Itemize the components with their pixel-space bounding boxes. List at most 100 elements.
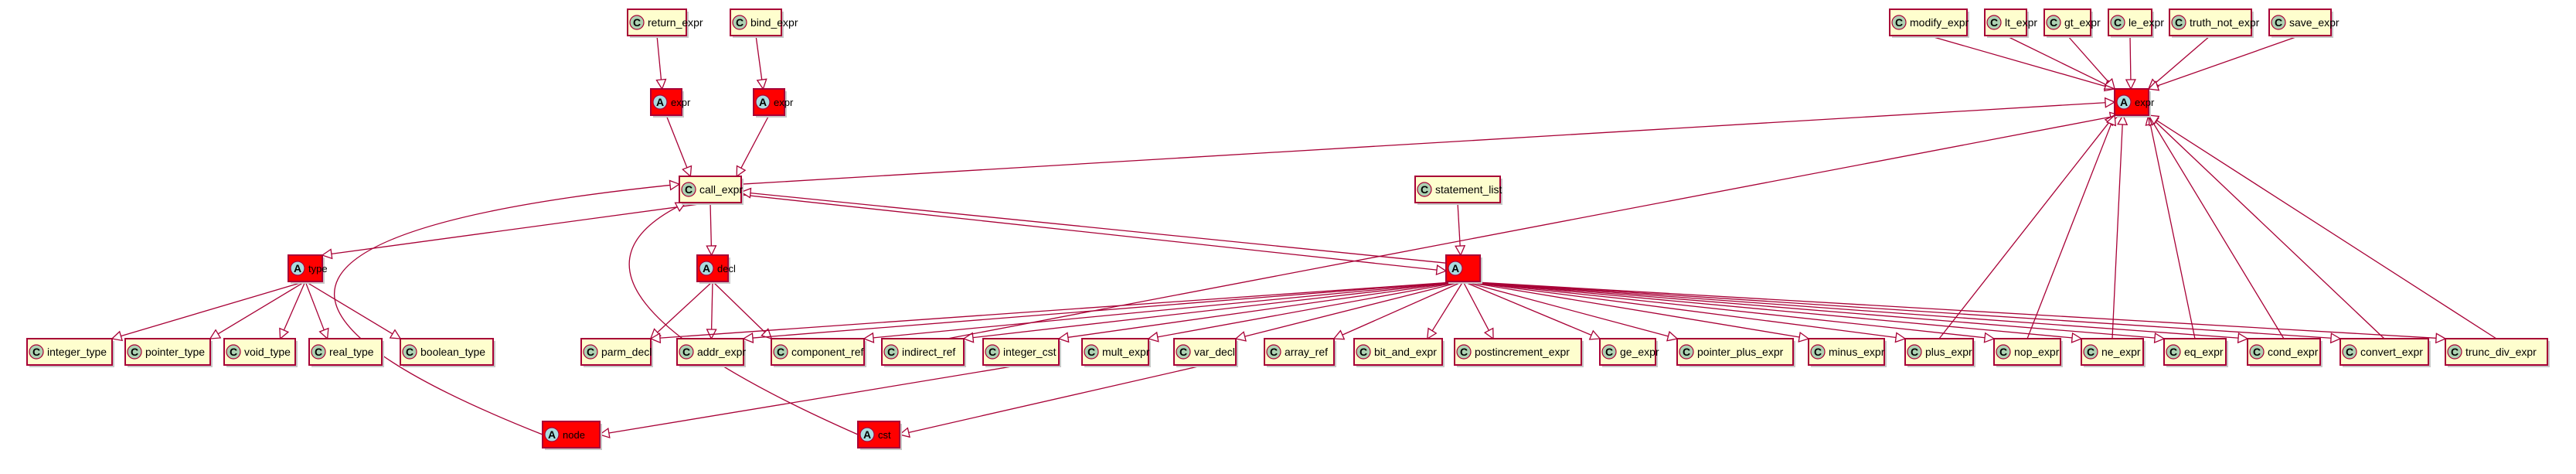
inheritance-edge	[2026, 114, 2117, 339]
node-box	[2445, 338, 2548, 366]
badge-letter: A	[759, 96, 767, 108]
inheritance-edge	[1462, 281, 1679, 342]
badge-letter: C	[2451, 346, 2459, 358]
hollow-triangle-icon	[2125, 79, 2136, 90]
node-label: statement_list	[1435, 183, 1502, 196]
node-label: minus_expr	[1829, 346, 1885, 358]
badge-letter: A	[294, 262, 301, 275]
edge-line	[750, 192, 1447, 264]
hollow-triangle-icon	[1666, 330, 1679, 342]
node-label: indirect_ref	[902, 346, 955, 358]
class-badge-icon	[679, 344, 694, 360]
inheritance-edge	[1462, 281, 2166, 343]
inheritance-edge	[1234, 281, 1464, 342]
badge-letter: C	[1605, 346, 1613, 358]
edge-line	[1462, 281, 2156, 339]
class-badge-icon	[1810, 344, 1826, 360]
hollow-triangle-icon	[655, 78, 667, 90]
badge-letter: C	[587, 346, 594, 358]
hollow-triangle-icon	[389, 329, 402, 339]
badge-letter: C	[633, 16, 641, 29]
inheritance-edge	[2147, 35, 2301, 91]
hollow-triangle-icon	[742, 332, 754, 344]
node-label: decl	[717, 263, 736, 275]
inheritance-edge	[712, 281, 773, 340]
node-label: le_expr	[2129, 16, 2164, 29]
node-box	[26, 338, 113, 366]
edge-line	[657, 281, 713, 333]
hollow-triangle-icon	[1234, 331, 1247, 342]
inheritance-edge	[2147, 114, 2385, 339]
badge-letter: C	[682, 346, 690, 358]
class-badge-icon	[773, 344, 788, 360]
edge-line	[740, 114, 770, 169]
class-badge-icon	[1679, 344, 1694, 360]
badge-letter: C	[2169, 346, 2177, 358]
node-label: expr	[774, 97, 794, 108]
badge-letter: C	[2275, 16, 2282, 29]
hollow-triangle-icon	[962, 332, 975, 343]
class-badge-icon	[2171, 15, 2186, 30]
inheritance-edge	[1462, 281, 1810, 343]
class-badge-icon	[1266, 344, 1281, 360]
abstract-badge-icon	[544, 427, 560, 442]
inheritance-edge	[1462, 281, 1907, 343]
class-badge-icon	[29, 344, 44, 360]
hollow-triangle-icon	[2105, 114, 2117, 127]
class-badge-icon	[629, 15, 645, 30]
class-badge-icon	[2083, 344, 2098, 360]
hollow-triangle-icon	[898, 427, 910, 438]
badge-letter: A	[548, 428, 556, 441]
hollow-triangle-icon	[682, 165, 692, 178]
edge-line	[752, 281, 1464, 339]
edge-line	[1157, 281, 1464, 338]
badge-letter: C	[1895, 16, 1903, 29]
edge-line	[1462, 281, 2073, 339]
edge-line	[305, 281, 325, 331]
badge-letter: C	[1683, 346, 1690, 358]
badge-letter: C	[1179, 346, 1187, 358]
edge-line	[121, 281, 306, 337]
edge-line	[656, 35, 662, 80]
edge-line	[755, 35, 763, 80]
hollow-triangle-icon	[598, 427, 611, 438]
inheritance-edge	[1057, 281, 1464, 343]
inheritance-edge	[740, 187, 1447, 264]
inheritance-edge	[1462, 281, 2083, 343]
hollow-triangle-icon	[1147, 331, 1159, 343]
inheritance-edge	[1462, 281, 1494, 340]
edge-line	[2026, 123, 2112, 339]
class-badge-icon	[2249, 344, 2265, 360]
inheritance-edge	[2067, 35, 2116, 90]
hollow-triangle-icon	[321, 248, 333, 260]
hollow-triangle-icon	[2104, 97, 2116, 108]
class-badge-icon	[583, 344, 598, 360]
class-badge-icon	[2166, 344, 2181, 360]
hollow-triangle-icon	[1588, 329, 1601, 340]
badge-letter: A	[703, 262, 710, 275]
badge-letter: C	[777, 346, 784, 358]
inheritance-edge	[962, 281, 1464, 343]
edge-line	[1938, 122, 2110, 339]
class-badge-icon	[402, 344, 417, 360]
inheritance-edge	[1938, 114, 2115, 339]
edge-line	[1457, 202, 1461, 247]
node-label: boolean_type	[420, 346, 485, 358]
